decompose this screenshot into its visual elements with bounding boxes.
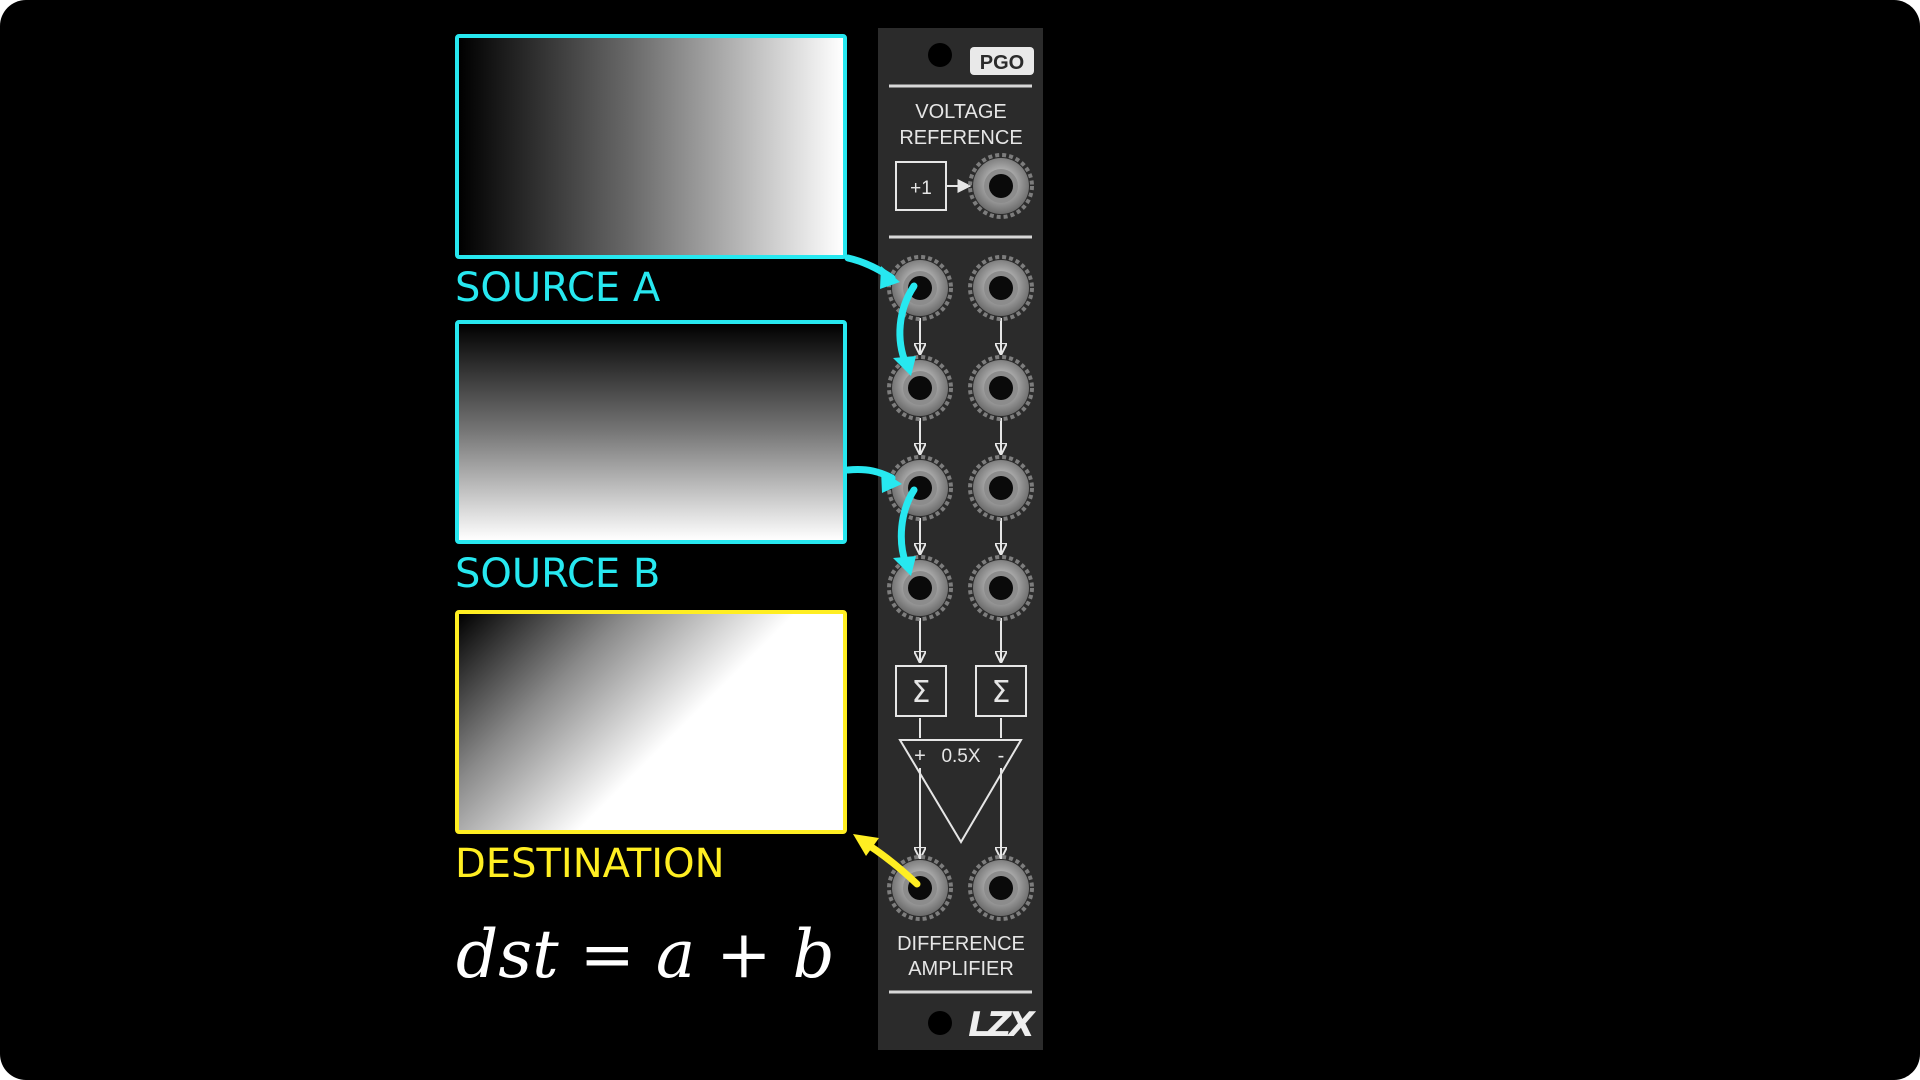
amp-plus: + bbox=[914, 745, 926, 767]
patch-jack[interactable] bbox=[887, 455, 953, 521]
patch-jack[interactable] bbox=[968, 153, 1034, 219]
diff-title-line2: AMPLIFIER bbox=[908, 958, 1014, 980]
lzx-logo: LZX bbox=[968, 1005, 1036, 1045]
ref-title-line1: VOLTAGE bbox=[915, 101, 1007, 123]
source-b-label: SOURCE B bbox=[455, 551, 661, 597]
amp-triangle bbox=[898, 739, 1023, 844]
patch-jack[interactable] bbox=[968, 355, 1034, 421]
patch-jack[interactable] bbox=[887, 255, 953, 321]
patch-jack[interactable] bbox=[968, 255, 1034, 321]
destination-label: DESTINATION bbox=[455, 841, 725, 887]
source-a-preview bbox=[455, 34, 847, 259]
patch-jack[interactable] bbox=[968, 855, 1034, 921]
cable-arrowhead bbox=[893, 356, 916, 376]
sum-symbol-right: Σ bbox=[992, 675, 1011, 710]
mount-hole-top bbox=[928, 43, 952, 67]
source-a-label: SOURCE A bbox=[455, 265, 661, 311]
sum-block-left bbox=[895, 665, 947, 717]
cable-a-to-row2 bbox=[896, 282, 918, 368]
patch-jack[interactable] bbox=[968, 455, 1034, 521]
destination-preview bbox=[455, 610, 847, 834]
amp-minus: - bbox=[998, 745, 1005, 767]
pgo-badge: PGO bbox=[980, 52, 1024, 74]
patch-jack[interactable] bbox=[887, 355, 953, 421]
ref-title-line2: REFERENCE bbox=[899, 127, 1022, 149]
patch-jack[interactable] bbox=[968, 555, 1034, 621]
cable-arrowhead bbox=[880, 266, 900, 289]
sum-symbol-left: Σ bbox=[912, 675, 931, 710]
sum-block-right bbox=[975, 665, 1027, 717]
amp-gain: 0.5X bbox=[941, 746, 980, 767]
diff-title-line1: DIFFERENCE bbox=[897, 933, 1025, 955]
ref-block bbox=[895, 161, 947, 211]
ref-block-label: +1 bbox=[910, 178, 932, 199]
cable-arrowhead bbox=[893, 556, 916, 576]
source-b-preview bbox=[455, 320, 847, 544]
pgo-badge-bg bbox=[970, 47, 1034, 75]
formula-text: dst = a + b bbox=[456, 916, 835, 993]
mount-hole-bottom bbox=[928, 1011, 952, 1035]
cable-arrowhead bbox=[853, 834, 879, 856]
cable-arrowhead bbox=[881, 470, 902, 493]
patch-jack[interactable] bbox=[887, 555, 953, 621]
